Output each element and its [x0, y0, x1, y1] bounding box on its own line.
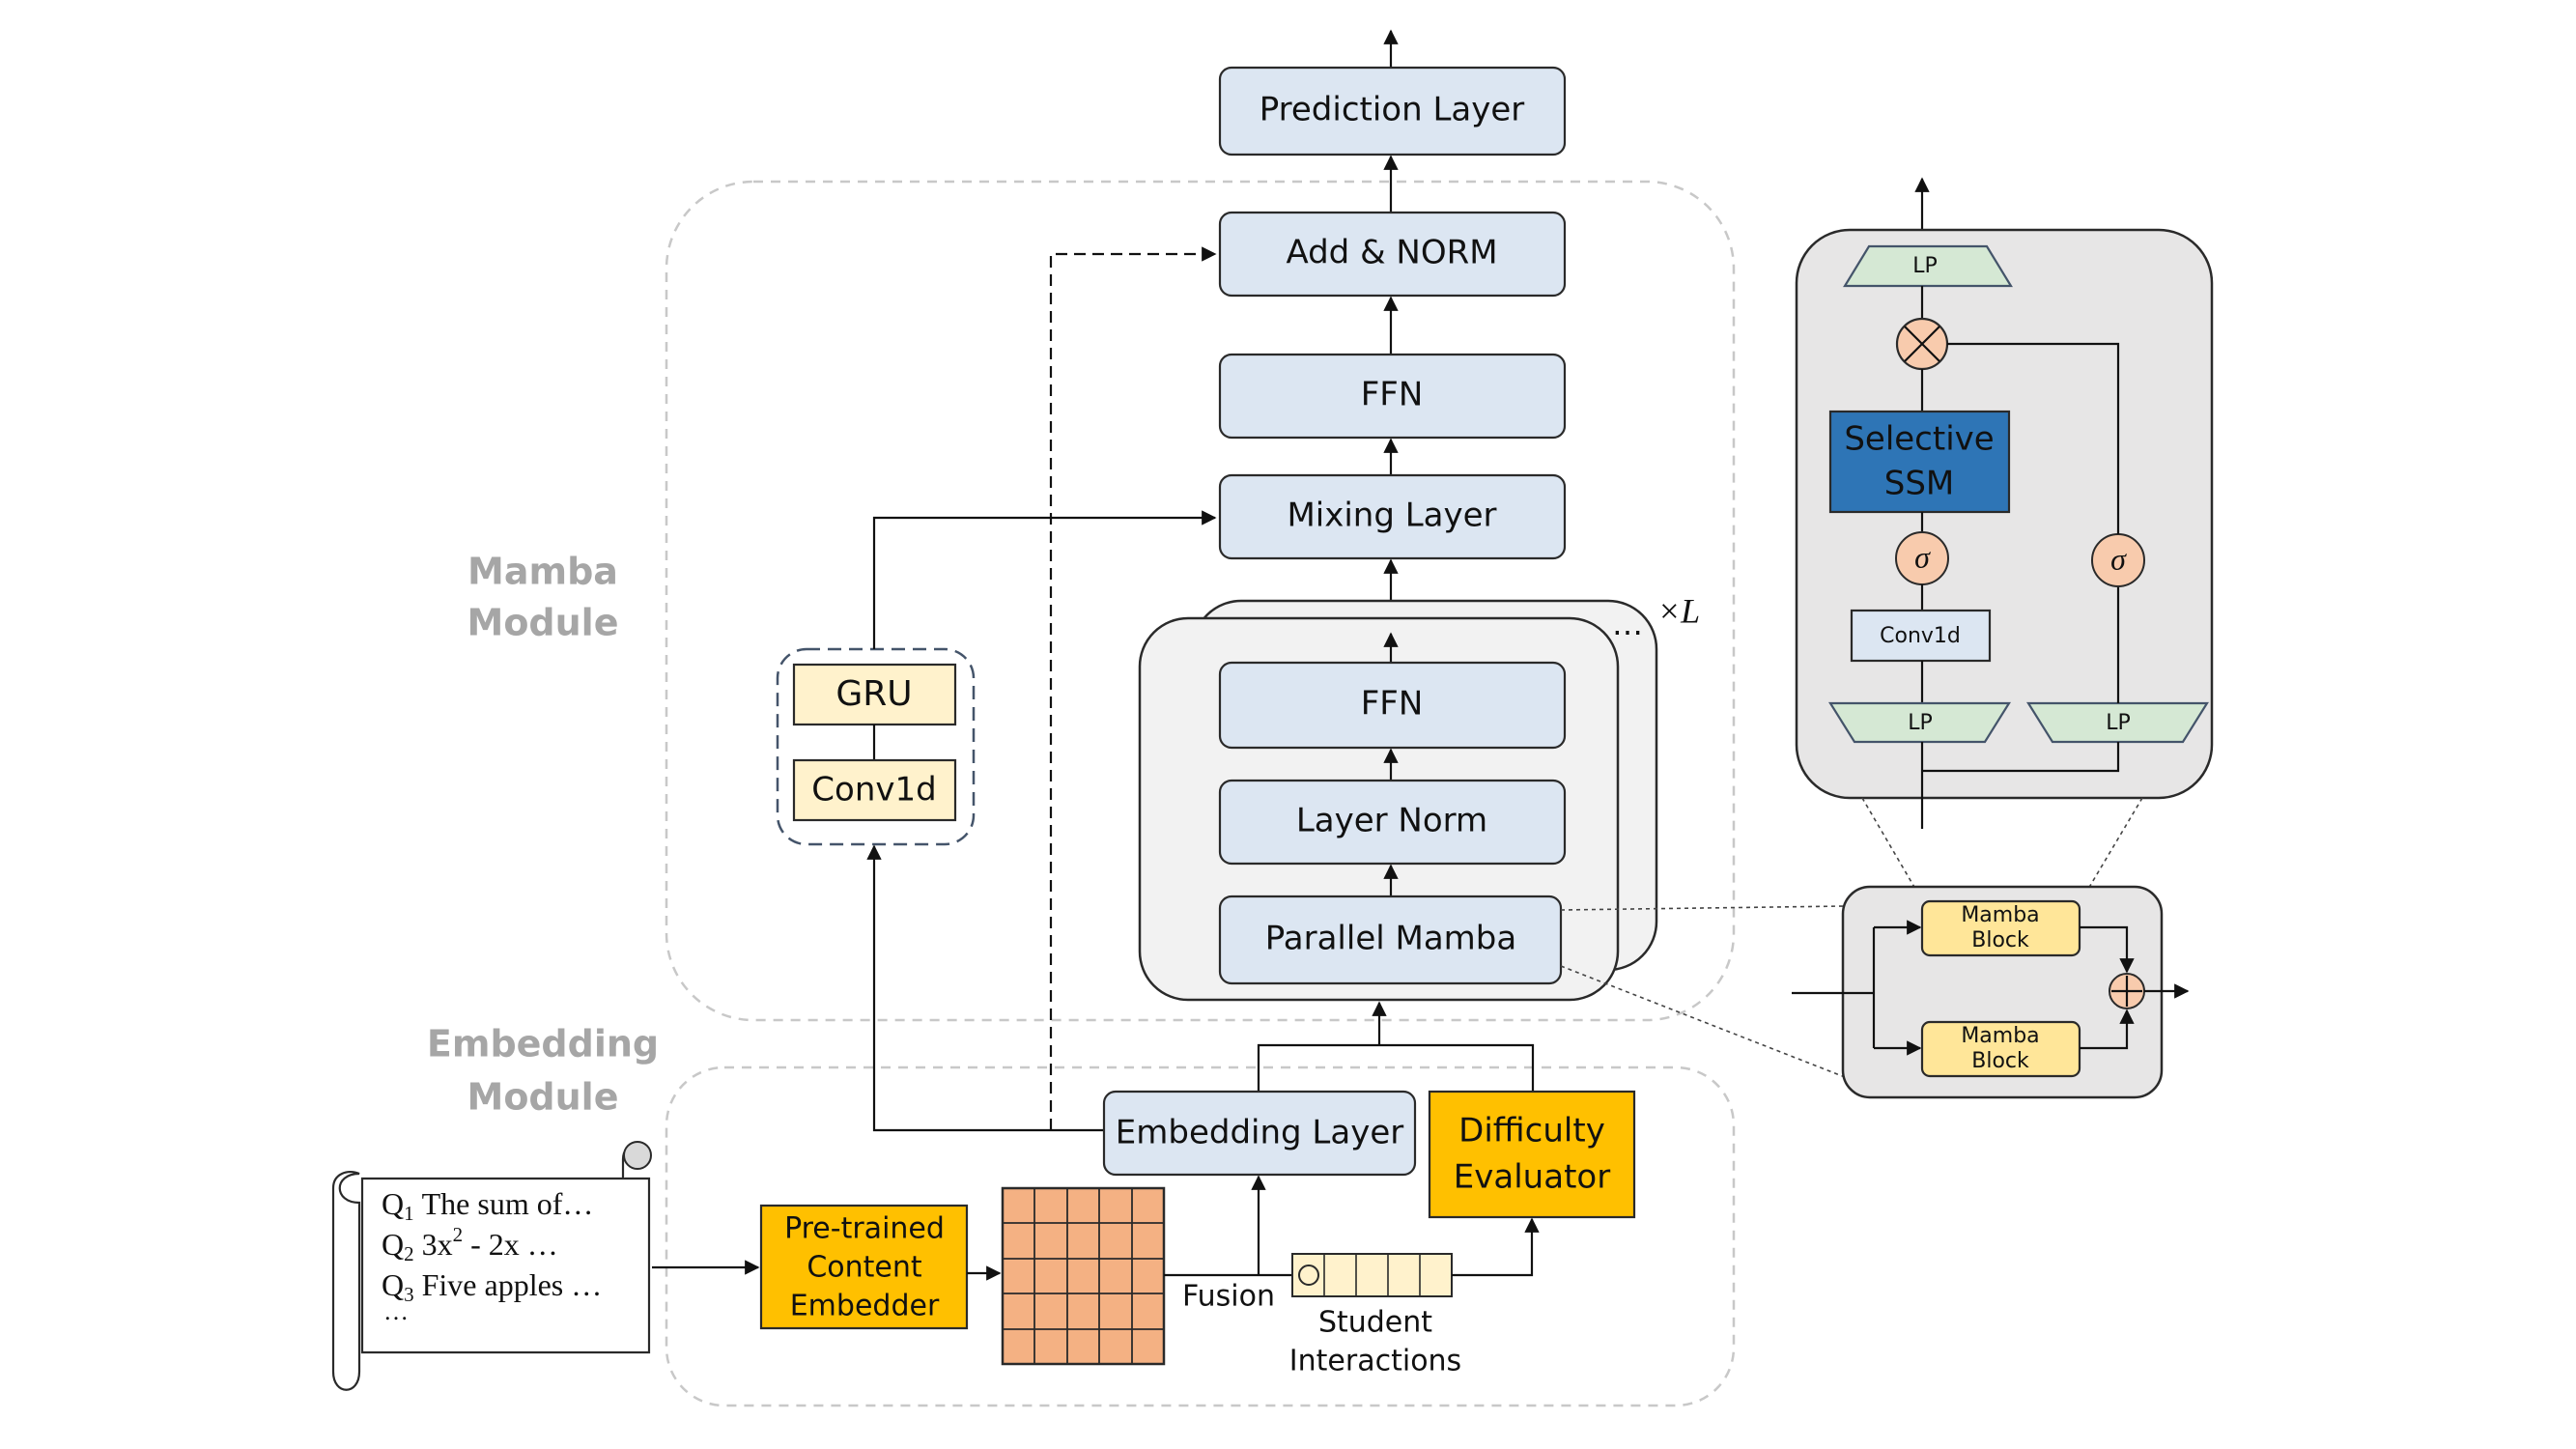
pretrained-embedder-label-2: Content: [807, 1251, 922, 1285]
pretrained-embedder-box: [759, 1204, 969, 1330]
question-2-letter: Q: [382, 1227, 404, 1262]
prediction-layer-label: Prediction Layer: [1260, 91, 1525, 129]
embedding-module-region: [665, 1065, 1736, 1407]
conv1d-detail-box: [1850, 609, 1992, 663]
add-icon: [2109, 973, 2145, 1009]
selective-ssm-label-1: Selective: [1844, 420, 1994, 459]
ffn-top-box: [1218, 353, 1567, 440]
sigma-left-label: σ: [1914, 539, 1931, 574]
sigma-right-label: σ: [2110, 541, 2127, 576]
question-more: …: [383, 1297, 409, 1325]
student-interactions-sequence: [1291, 1253, 1453, 1297]
question-2-superscript: 2: [453, 1223, 464, 1246]
student-interactions-label-2: Interactions: [1289, 1345, 1461, 1378]
mamba-block-2-label-1: Mamba: [1961, 1024, 2039, 1048]
lp-left-shape: [1828, 701, 2011, 744]
question-1-text: The sum of…: [422, 1186, 594, 1221]
embedding-matrix: [1001, 1186, 1166, 1366]
conv1d-detail-label: Conv1d: [1880, 624, 1961, 648]
mamba-module-region: [665, 180, 1736, 1022]
question-3-text: Five apples …: [422, 1267, 603, 1302]
ffn-inner-box: [1218, 661, 1567, 750]
question-1-letter: Q: [382, 1186, 404, 1221]
fusion-label: Fusion: [1182, 1280, 1275, 1314]
embedding-module-label-1: Embedding: [427, 1023, 659, 1065]
mamba-block-2-label-2: Block: [1971, 1049, 2029, 1073]
conv1d-branch-label: Conv1d: [811, 771, 936, 810]
question-2-subscript: 2: [404, 1242, 414, 1265]
add-norm-label: Add & NORM: [1286, 234, 1497, 272]
ffn-inner-label: FFN: [1361, 685, 1424, 724]
repeat-label: ×L: [1657, 591, 1700, 630]
gru-label: GRU: [835, 674, 912, 714]
lp-right-label: LP: [2106, 711, 2131, 735]
embedding-layer-box: [1102, 1090, 1417, 1177]
lp-right-shape: [2026, 701, 2209, 744]
add-norm-box: [1218, 211, 1567, 298]
lp-top-label: LP: [1912, 254, 1938, 278]
ffn-top-label: FFN: [1361, 376, 1424, 414]
pretrained-embedder-label-3: Embedder: [790, 1290, 940, 1323]
question-3-letter: Q: [382, 1267, 404, 1302]
question-1-subscript: 1: [404, 1202, 414, 1225]
layer-norm-label: Layer Norm: [1296, 802, 1487, 840]
gru-conv-container: [776, 647, 976, 846]
difficulty-evaluator-label-2: Evaluator: [1454, 1158, 1610, 1197]
difficulty-evaluator-box: [1428, 1090, 1636, 1219]
question-2-text-a: 3x: [422, 1227, 453, 1262]
mamba-block-1-label-1: Mamba: [1961, 903, 2039, 927]
difficulty-evaluator-label-1: Difficulty: [1458, 1112, 1605, 1151]
conv1d-branch-box: [792, 758, 957, 822]
layer-norm-box: [1218, 779, 1567, 866]
pretrained-embedder-label-1: Pre-trained: [784, 1212, 945, 1246]
mamba-module-label-2: Module: [467, 602, 619, 644]
parallel-mamba-box: [1218, 895, 1563, 985]
question-2-text-b: - 2x …: [463, 1227, 558, 1262]
selective-ssm-label-2: SSM: [1884, 465, 1955, 503]
mixing-layer-label: Mixing Layer: [1287, 497, 1496, 535]
repeat-dots: …: [1612, 606, 1643, 642]
embedding-layer-label: Embedding Layer: [1116, 1114, 1403, 1152]
mamba-block-1-label-2: Block: [1971, 928, 2029, 952]
mamba-module-label-1: Mamba: [467, 551, 618, 593]
gru-box: [792, 663, 957, 726]
prediction-layer-box: [1218, 66, 1567, 156]
question-3-subscript: 3: [404, 1283, 414, 1306]
question-scroll: [331, 1141, 652, 1391]
mixing-layer-box: [1218, 473, 1567, 560]
lp-left-label: LP: [1908, 711, 1933, 735]
parallel-mamba-label: Parallel Mamba: [1265, 920, 1516, 958]
student-interactions-label-1: Student: [1318, 1306, 1432, 1340]
lp-top-shape: [1843, 244, 2013, 288]
embedding-module-label-2: Module: [467, 1076, 619, 1119]
selective-ssm-box: [1828, 410, 2011, 514]
